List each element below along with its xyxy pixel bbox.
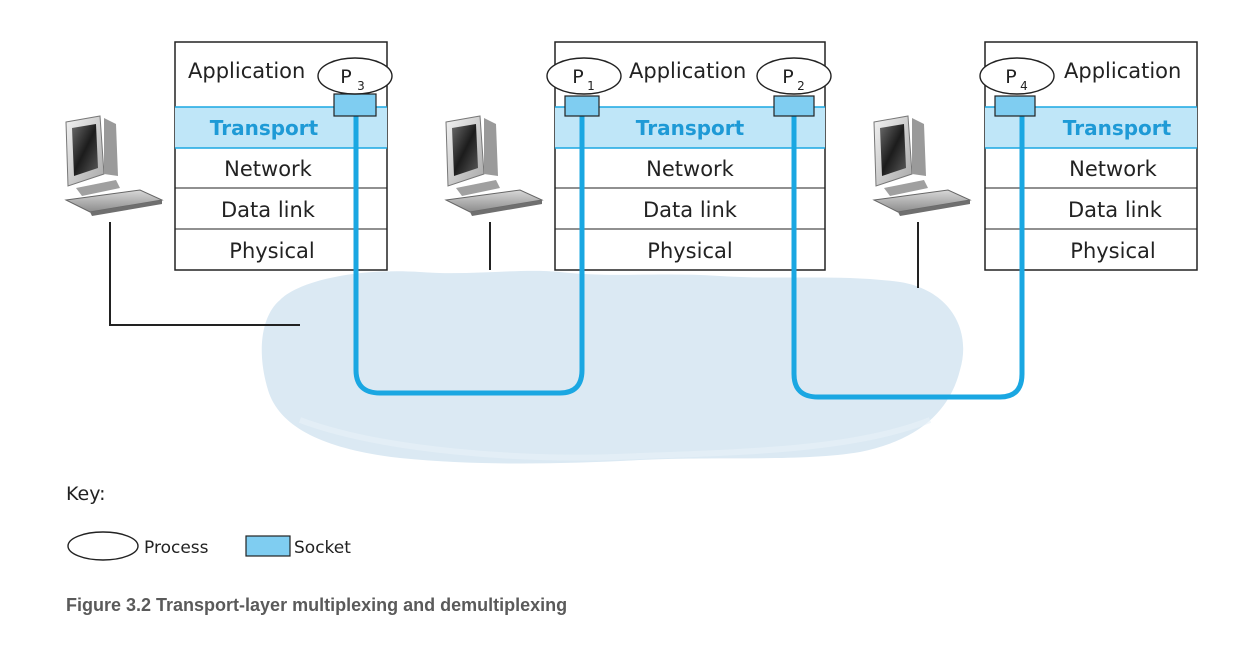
- path-p2-p4: [791, 106, 1025, 400]
- layer-network: Network: [224, 157, 313, 181]
- layer-physical: Physical: [647, 239, 732, 263]
- layer-data-link: Data link: [643, 198, 738, 222]
- layer-network: Network: [1069, 157, 1158, 181]
- svg-text:P: P: [572, 66, 583, 88]
- computer-icon: [64, 115, 164, 216]
- process-p3: P 3: [317, 57, 393, 95]
- svg-text:3: 3: [357, 79, 365, 93]
- path-p3-p1: [353, 96, 585, 396]
- layer-application: Application: [629, 59, 746, 83]
- socket: [564, 95, 600, 117]
- key-process-label: Process: [144, 538, 209, 558]
- host1-cable: [109, 222, 300, 326]
- layer-transport: Transport: [636, 116, 745, 140]
- layer-transport: Transport: [210, 116, 319, 140]
- svg-text:P: P: [340, 66, 351, 88]
- socket: [773, 95, 815, 117]
- layer-data-link: Data link: [221, 198, 316, 222]
- process-p4: P 4: [979, 57, 1055, 95]
- key-title: Key:: [66, 483, 105, 505]
- network-cloud: [261, 270, 964, 464]
- key-socket-label: Socket: [294, 538, 351, 558]
- layer-physical: Physical: [229, 239, 314, 263]
- key-process-symbol: [67, 531, 139, 561]
- key-socket-symbol: [245, 535, 291, 557]
- layer-application: Application: [188, 59, 305, 83]
- layer-physical: Physical: [1070, 239, 1155, 263]
- svg-text:2: 2: [797, 79, 805, 93]
- svg-text:4: 4: [1020, 79, 1028, 93]
- layer-network: Network: [646, 157, 735, 181]
- process-p1: P 1: [546, 57, 622, 95]
- computer-icon: [872, 115, 972, 216]
- figure-caption: Figure 3.2 Transport-layer multiplexing …: [66, 595, 567, 615]
- layer-data-link: Data link: [1068, 198, 1163, 222]
- svg-text:P: P: [1005, 66, 1016, 88]
- svg-text:P: P: [782, 66, 793, 88]
- layer-transport: Transport: [1063, 116, 1172, 140]
- layer-application: Application: [1064, 59, 1181, 83]
- socket: [333, 93, 377, 117]
- svg-text:1: 1: [587, 79, 595, 93]
- process-p2: P 2: [756, 57, 832, 95]
- socket: [994, 95, 1036, 117]
- computer-icon: [444, 115, 544, 216]
